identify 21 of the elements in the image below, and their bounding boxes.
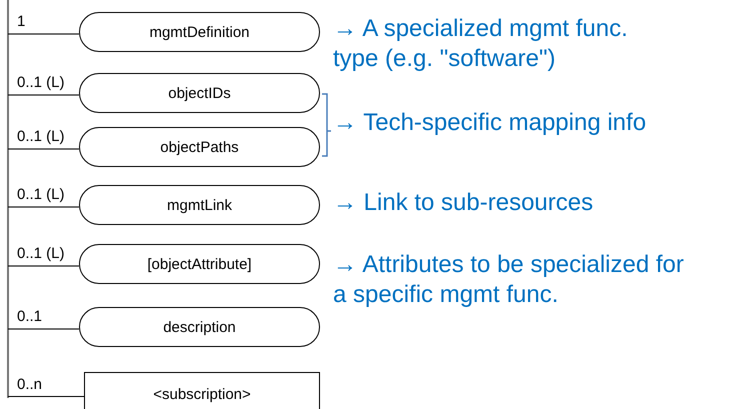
multiplicity-label: 0..1 (L) — [16, 128, 66, 145]
branch-line — [8, 206, 80, 208]
annotation-note: → A specialized mgmt func. type (e.g. "software") — [333, 14, 629, 74]
multiplicity-label: 0..1 (L) — [16, 245, 66, 262]
annotation-note: → Attributes to be specialized for a specific mgmt func. — [333, 250, 685, 310]
resource-attribute-box: mgmtLink — [79, 185, 320, 225]
resource-attribute-box: [objectAttribute] — [79, 244, 320, 284]
multiplicity-label: 0..1 (L) — [16, 74, 66, 91]
resource-attribute-box: objectPaths — [79, 127, 320, 167]
child-resource-box: <subscription> — [84, 372, 320, 409]
multiplicity-label: 0..n — [16, 376, 44, 392]
annotation-note: → Tech-specific mapping info — [333, 108, 648, 138]
resource-attribute-box: description — [79, 307, 320, 347]
branch-line — [8, 94, 80, 96]
resource-attribute-box: objectIDs — [79, 73, 320, 113]
branch-line — [8, 328, 80, 330]
branch-line — [8, 148, 80, 150]
resource-attribute-box: mgmtDefinition — [79, 12, 320, 52]
annotation-note: → Link to sub-resources — [333, 188, 594, 218]
multiplicity-label: 0..1 (L) — [16, 186, 66, 203]
branch-line — [8, 396, 84, 397]
